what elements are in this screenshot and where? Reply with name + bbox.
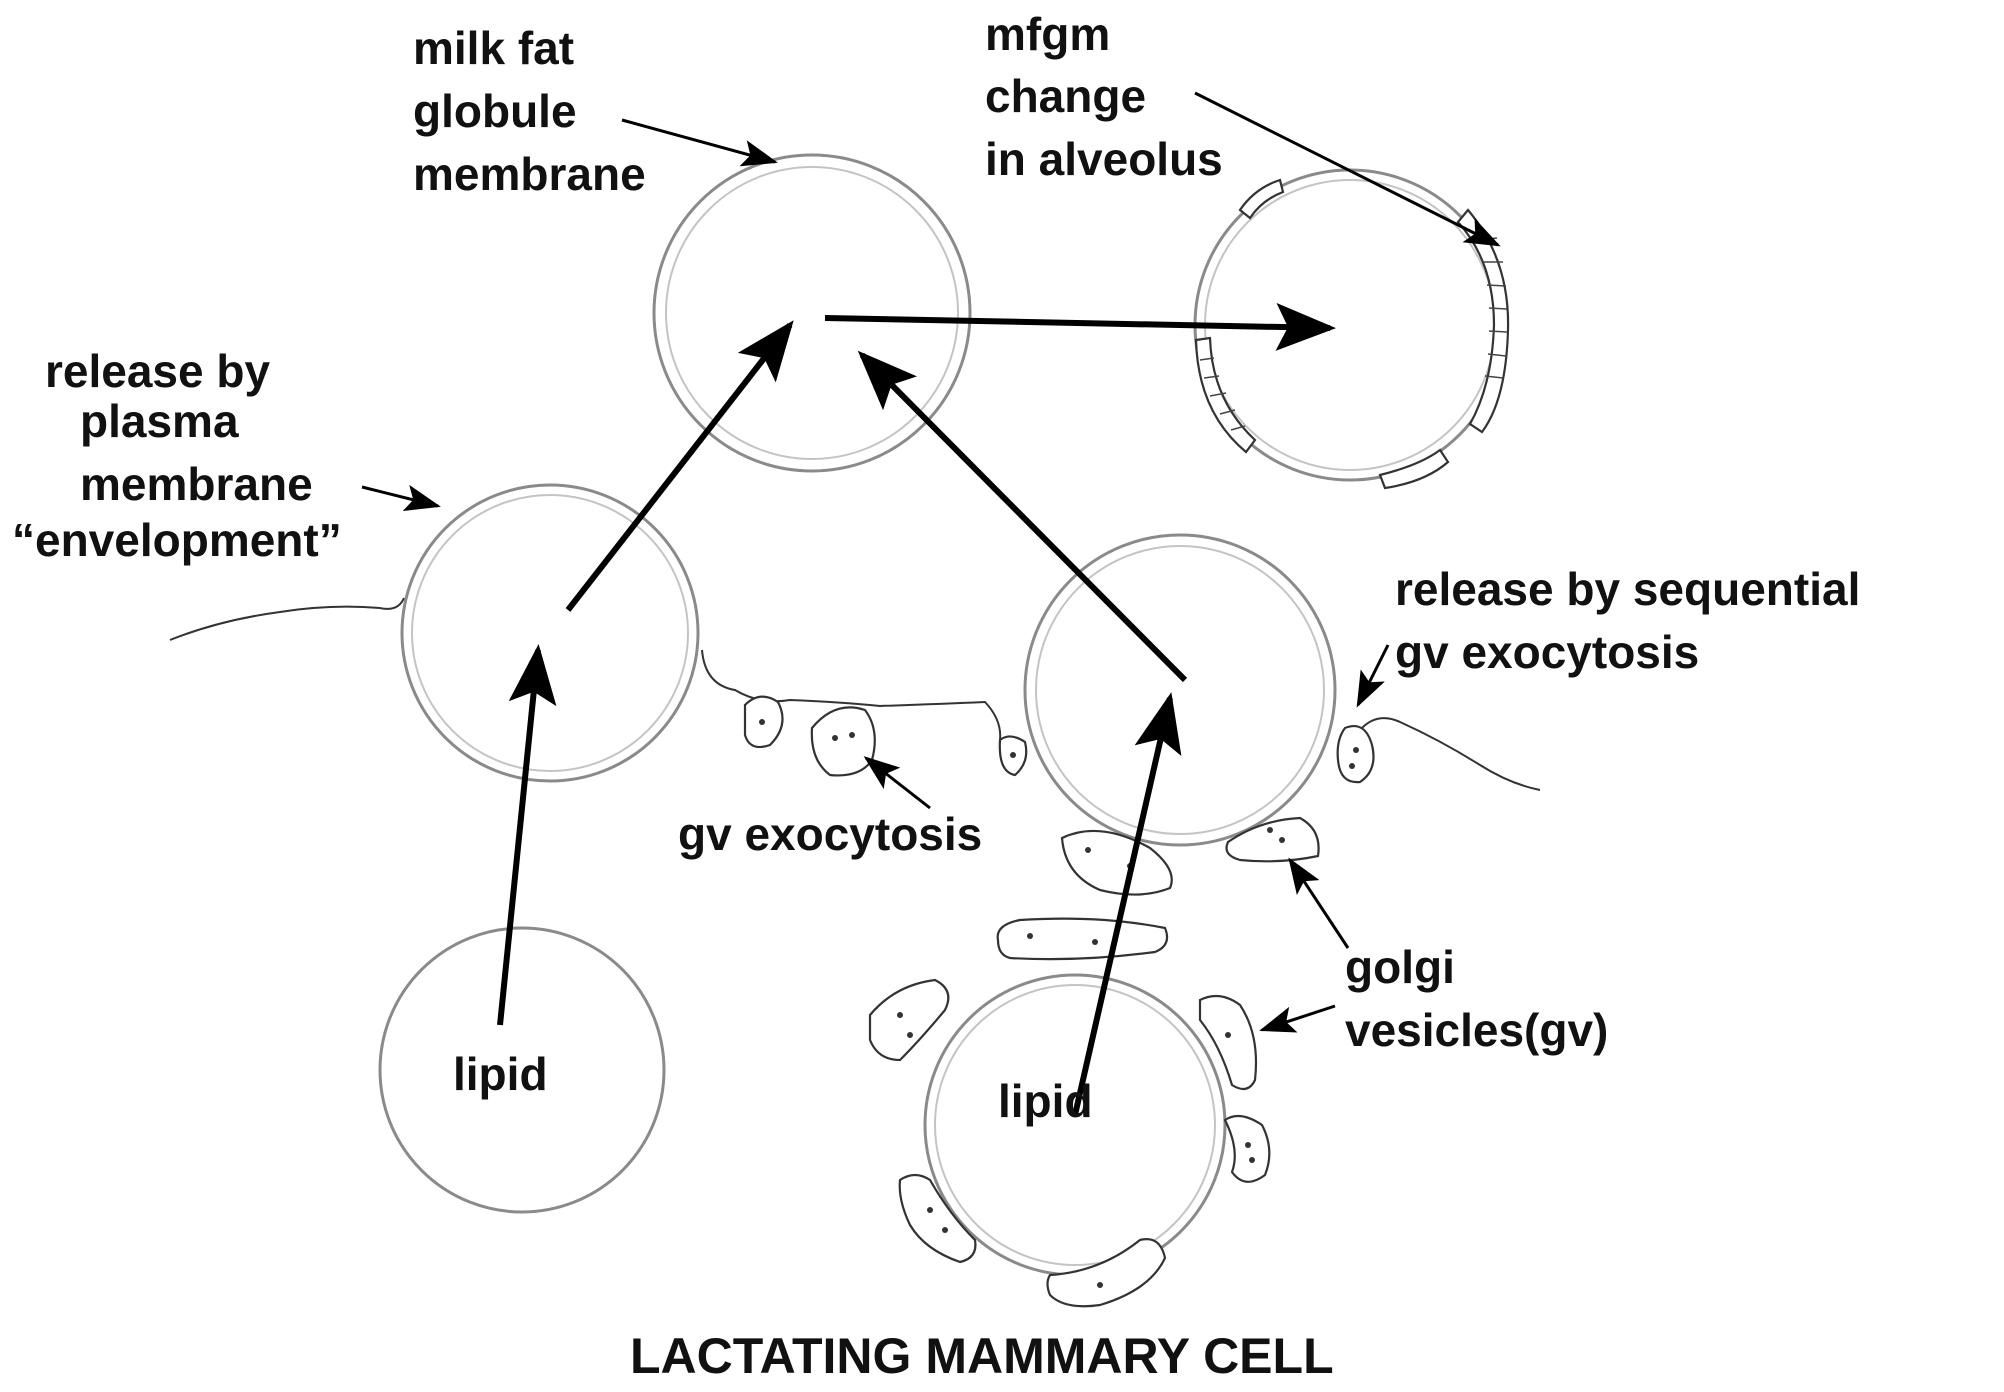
svg-text:release by sequential: release by sequential	[1395, 563, 1860, 615]
svg-text:in alveolus: in alveolus	[985, 133, 1223, 185]
label-gv-exocytosis: gv exocytosis	[678, 808, 982, 860]
plasma-membrane-left	[169, 597, 405, 641]
svg-text:milk fat: milk fat	[413, 22, 574, 74]
svg-text:gv exocytosis: gv exocytosis	[1395, 626, 1699, 678]
arrow-sequential-to-mfg	[857, 350, 1188, 683]
caption-title: LACTATING MAMMARY CELL	[630, 1328, 1334, 1384]
arrow-mfg-to-alveolus	[824, 302, 1336, 351]
svg-text:change: change	[985, 70, 1146, 122]
leader-sequential	[1356, 644, 1390, 708]
leader-gv-exocytosis	[863, 756, 931, 810]
label-release-by-plasma-membrane: release by plasma membrane “envelopment”	[12, 345, 342, 566]
gv-exocytosis-vesicles	[743, 695, 1028, 777]
label-mfgm-change: mfgm change in alveolus	[985, 8, 1223, 185]
arrow-lipid-to-sequential	[1072, 692, 1182, 1116]
leader-mfgm-change	[1194, 91, 1501, 247]
svg-text:golgi: golgi	[1345, 941, 1455, 993]
mfgm-change-patch-right	[1456, 208, 1510, 434]
mfgm-change-patch-left	[1194, 336, 1257, 454]
mfgm-change-patch-top	[1238, 178, 1285, 220]
label-lipid-right: lipid	[998, 1075, 1093, 1127]
lipid-droplet-left	[378, 926, 666, 1214]
hatch-left	[1199, 357, 1246, 431]
svg-text:membrane: membrane	[413, 148, 646, 200]
label-lipid-left: lipid	[453, 1048, 548, 1100]
leader-envelopment	[361, 484, 441, 512]
svg-text:vesicles(gv): vesicles(gv)	[1345, 1004, 1608, 1056]
sequential-exocytosis-globule	[1023, 533, 1337, 847]
golgi-vesicles-lower	[868, 978, 1271, 1308]
arrow-lipid-to-envelopment	[497, 644, 557, 1026]
golgi-vesicles-upper	[996, 816, 1320, 961]
plasma-membrane-right	[1361, 717, 1541, 791]
label-golgi-vesicles: golgi vesicles(gv)	[1345, 941, 1608, 1056]
leader-golgi-upper	[1288, 857, 1350, 949]
svg-text:membrane: membrane	[80, 458, 313, 510]
mfgm-change-patch-bottom	[1378, 448, 1450, 490]
label-release-by-sequential: release by sequential gv exocytosis	[1395, 563, 1860, 678]
label-milk-fat-globule-membrane: milk fat globule membrane	[413, 22, 646, 200]
milk-fat-globule	[652, 153, 972, 473]
leader-mfgm	[621, 118, 778, 167]
arrow-envelopment-to-mfg	[565, 320, 794, 612]
sequential-gv-vesicles	[1336, 724, 1375, 784]
svg-text:release by: release by	[45, 345, 270, 397]
svg-text:mfgm: mfgm	[985, 8, 1110, 60]
svg-text:globule: globule	[413, 85, 577, 137]
enveloped-lipid-globule	[400, 483, 700, 783]
leader-golgi-lower	[1259, 1004, 1336, 1033]
plasma-membrane-middle	[701, 649, 1002, 741]
svg-text:plasma: plasma	[80, 395, 239, 447]
svg-text:“envelopment”: “envelopment”	[12, 514, 342, 566]
